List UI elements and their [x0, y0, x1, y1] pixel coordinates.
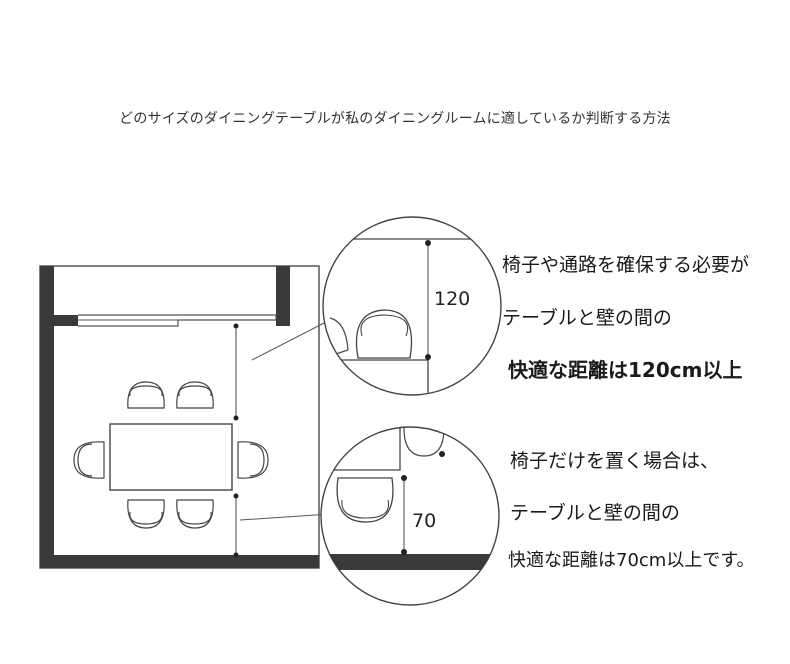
chair-top-right [176, 381, 214, 409]
dining-table [109, 423, 233, 491]
callout-top-line2: テーブルと壁の間の [502, 307, 672, 329]
callout-top-line3: 快適な距離は120cm以上 [508, 358, 743, 382]
chair-bottom-left [127, 499, 165, 529]
callout-top-line1: 椅子や通路を確保する必要が [502, 254, 750, 276]
chair-right [237, 441, 269, 479]
dimension-label-120: 120 [434, 288, 470, 310]
sliding-door [78, 314, 277, 327]
left-wall [40, 266, 54, 568]
bottom-wall [40, 555, 319, 568]
pointer-bottom [239, 513, 331, 524]
left-wall-stub [54, 315, 78, 326]
callout-bottom-line2: テーブルと壁の間の [510, 502, 680, 524]
callout-bottom-line1: 椅子だけを置く場合は、 [510, 450, 720, 472]
magnifier-bottom-content [321, 427, 499, 570]
callout-bottom-line3: 快適な距離は70cm以上です。 [508, 550, 755, 571]
magnifier-bottom [320, 426, 500, 606]
chair-top-left [127, 381, 165, 409]
chair-bottom-right [176, 499, 214, 529]
pointer-top [251, 321, 333, 361]
page-title: どのサイズのダイニングテーブルが私のダイニングルームに適しているか判断する方法 [119, 111, 671, 127]
right-wall-stub [276, 266, 290, 326]
magnifier-top [322, 216, 502, 396]
dimension-label-70: 70 [412, 510, 436, 532]
chair-left [73, 441, 105, 479]
